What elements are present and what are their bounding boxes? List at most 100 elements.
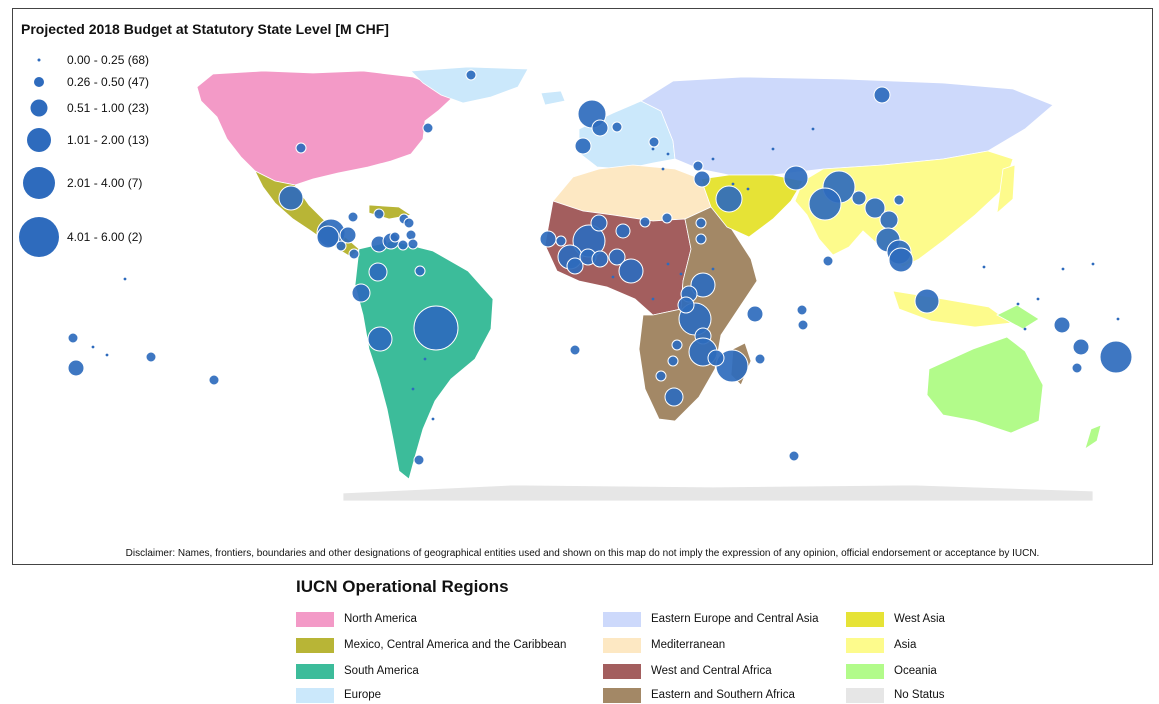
budget-bubble	[278, 185, 304, 211]
budget-bubble	[797, 319, 809, 331]
size-legend-labels: 0.00 - 0.25 (68) 0.26 - 0.50 (47) 0.51 -…	[13, 9, 213, 279]
budget-bubble	[351, 283, 371, 303]
budget-bubble	[893, 194, 905, 206]
legend-swatch	[846, 637, 884, 653]
budget-bubble	[373, 208, 385, 220]
region-south-america	[354, 240, 494, 480]
budget-bubble	[715, 185, 743, 213]
budget-bubble	[422, 122, 434, 134]
budget-bubble	[413, 305, 459, 351]
budget-bubble	[335, 240, 347, 252]
budget-bubble	[1072, 338, 1090, 356]
budget-bubble	[879, 210, 899, 230]
legend-swatch	[603, 663, 641, 679]
size-legend-label-3: 0.51 - 1.00 (23)	[67, 101, 150, 115]
legend-label: North America	[344, 613, 417, 625]
legend-item-no-status: No Status	[846, 686, 945, 704]
budget-bubble	[888, 247, 914, 273]
budget-bubble	[746, 305, 764, 323]
region-north-america	[196, 70, 454, 186]
budget-bubble	[648, 136, 660, 148]
budget-dot	[651, 147, 655, 151]
world-map	[19, 58, 1133, 502]
map-frame: Projected 2018 Budget at Statutory State…	[12, 8, 1153, 565]
regions-legend-title: IUCN Operational Regions	[296, 577, 509, 596]
legend-swatch	[296, 637, 334, 653]
budget-dot	[731, 182, 735, 186]
budget-bubble	[405, 229, 417, 241]
budget-dot	[666, 262, 670, 266]
size-legend-label-1: 0.00 - 0.25 (68)	[67, 53, 150, 67]
legend-swatch	[603, 687, 641, 703]
budget-bubble	[788, 450, 800, 462]
budget-bubble	[465, 69, 477, 81]
region-europe-greenland	[410, 66, 529, 104]
budget-bubble	[695, 217, 707, 229]
budget-bubble	[864, 197, 886, 219]
legend-item-mediterranean: Mediterranean	[603, 636, 725, 654]
budget-bubble	[295, 142, 307, 154]
budget-dot	[811, 127, 815, 131]
size-legend-circle-4	[27, 128, 51, 152]
legend-label: Europe	[344, 689, 382, 701]
budget-bubble	[615, 223, 631, 239]
budget-dot	[711, 157, 715, 161]
legend-item-west-central-africa: West and Central Africa	[603, 662, 772, 680]
budget-bubble	[145, 351, 157, 363]
budget-bubble	[695, 233, 707, 245]
budget-bubble	[808, 187, 842, 221]
budget-bubble	[539, 230, 557, 248]
legend-label: No Status	[894, 689, 945, 701]
region-new-guinea	[996, 304, 1040, 330]
legend-label: Eastern Europe and Central Asia	[651, 613, 819, 625]
legend-label: Oceania	[894, 665, 937, 677]
budget-bubble	[639, 216, 651, 228]
legend-swatch	[296, 663, 334, 679]
budget-bubble	[566, 257, 584, 275]
budget-bubble	[1053, 316, 1071, 334]
budget-dot	[411, 387, 415, 391]
budget-bubble	[693, 170, 711, 188]
size-legend-circle-5	[23, 167, 55, 199]
budget-bubble	[690, 272, 716, 298]
budget-bubble	[591, 250, 609, 268]
budget-bubble	[707, 349, 725, 367]
budget-bubble	[67, 359, 85, 377]
budget-bubble	[397, 239, 409, 251]
budget-bubble	[1099, 340, 1133, 374]
budget-bubble	[591, 119, 609, 137]
budget-bubble	[667, 355, 679, 367]
legend-item-south-america: South America	[296, 662, 419, 680]
budget-dot	[1061, 267, 1065, 271]
budget-bubble	[664, 387, 684, 407]
budget-bubble	[783, 165, 809, 191]
budget-bubble	[754, 353, 766, 365]
map-disclaimer: Disclaimer: Names, frontiers, boundaries…	[125, 548, 1040, 559]
legend-swatch	[603, 611, 641, 627]
budget-bubble	[574, 137, 592, 155]
budget-bubble	[822, 255, 834, 267]
size-legend-circle-3	[30, 99, 48, 117]
budget-bubbles	[67, 69, 1133, 466]
budget-bubble	[348, 248, 360, 260]
legend-swatch	[296, 687, 334, 703]
budget-bubble	[347, 211, 359, 223]
budget-dot	[123, 277, 127, 281]
size-legend-circle-6	[19, 217, 59, 257]
budget-bubble	[339, 226, 357, 244]
budget-bubble	[555, 235, 567, 247]
budget-bubble	[796, 304, 808, 316]
legend-swatch	[603, 637, 641, 653]
budget-bubble	[677, 296, 695, 314]
budget-dot	[1091, 262, 1095, 266]
size-legend-label-2: 0.26 - 0.50 (47)	[67, 75, 150, 89]
budget-dot	[982, 265, 986, 269]
budget-bubble	[316, 225, 340, 249]
legend-label: Mexico, Central America and the Caribbea…	[344, 639, 567, 651]
budget-dot	[666, 152, 670, 156]
budget-bubble	[367, 326, 393, 352]
legend-item-eastern-europe-central-asia: Eastern Europe and Central Asia	[603, 610, 819, 628]
budget-bubble	[661, 212, 673, 224]
legend-item-mexico-central-america: Mexico, Central America and the Caribbea…	[296, 636, 566, 654]
budget-bubble	[914, 288, 940, 314]
